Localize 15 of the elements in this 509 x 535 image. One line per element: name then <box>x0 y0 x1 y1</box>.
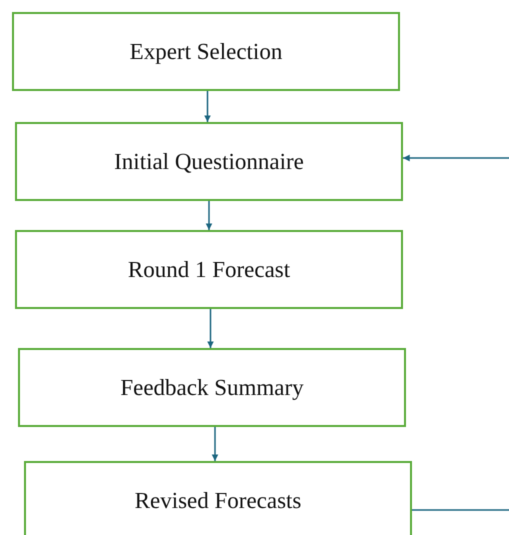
arrow <box>212 427 218 461</box>
arrow <box>204 91 211 122</box>
box-label: Initial Questionnaire <box>114 148 304 174</box>
arrow <box>206 201 212 230</box>
process-box <box>24 461 412 535</box>
process-box <box>15 122 403 201</box>
process-box <box>15 230 403 309</box>
process-box <box>18 348 406 427</box>
box-label: Feedback Summary <box>120 374 304 400</box>
box-label: Round 1 Forecast <box>128 256 290 282</box>
arrow <box>403 154 509 162</box>
box-label: Revised Forecasts <box>134 488 302 514</box>
arrow <box>207 309 214 348</box>
box-label: Expert Selection <box>130 38 282 64</box>
process-box <box>12 12 400 91</box>
